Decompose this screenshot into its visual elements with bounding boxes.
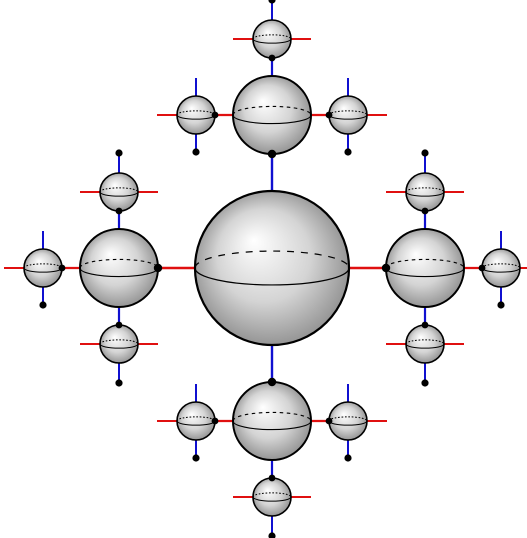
leaf-sphere-E-E xyxy=(481,248,521,288)
end-dot-W-W-S xyxy=(39,301,47,309)
leaf-sphere-N-E-body xyxy=(328,95,368,135)
end-dot-E-S xyxy=(421,379,429,387)
leaf-joint-dot-W-W xyxy=(58,264,66,272)
leaf-sphere-S-E-equator-back xyxy=(328,416,368,422)
root-sphere xyxy=(193,189,351,347)
leaf-joint-dot-S-S xyxy=(268,474,276,482)
leaf-joint-dot-E-S xyxy=(421,321,429,329)
child-sphere-W-equator-front xyxy=(79,267,159,278)
leaf-sphere-N-N-equator-front xyxy=(252,38,292,44)
end-dot-N-N xyxy=(268,0,276,4)
leaf-sphere-W-W xyxy=(23,248,63,288)
leaf-sphere-S-W-body xyxy=(176,401,216,441)
leaf-sphere-S-S xyxy=(252,477,292,517)
leaf-sphere-N-N xyxy=(252,19,292,59)
child-sphere-S-equator-front xyxy=(232,420,312,431)
root-sphere-equator-front xyxy=(194,267,350,286)
leaf-joint-dot-W-S xyxy=(115,321,123,329)
leaf-joint-dot-W-N xyxy=(115,207,123,215)
child-sphere-W xyxy=(79,228,159,308)
child-sphere-E-body xyxy=(385,228,465,308)
joint-dot-S xyxy=(267,377,277,387)
leaf-sphere-E-N xyxy=(405,172,445,212)
leaf-joint-dot-N-W xyxy=(211,111,219,119)
leaf-sphere-W-N xyxy=(99,172,139,212)
child-sphere-S xyxy=(232,381,312,461)
leaf-joint-dot-E-E xyxy=(478,264,486,272)
child-sphere-E xyxy=(385,228,465,308)
end-dot-S-W-S xyxy=(192,454,200,462)
child-sphere-N-equator-front xyxy=(232,114,312,125)
leaf-joint-dot-S-W xyxy=(211,417,219,425)
leaf-sphere-S-E xyxy=(328,401,368,441)
leaf-sphere-N-E-equator-back xyxy=(328,110,368,116)
end-dot-W-N xyxy=(115,149,123,157)
leaf-sphere-E-S-equator-front xyxy=(405,343,445,349)
leaf-sphere-W-S xyxy=(99,324,139,364)
leaf-sphere-W-N-equator-back xyxy=(99,187,139,193)
leaf-sphere-S-W xyxy=(176,401,216,441)
leaf-sphere-E-S-equator-back xyxy=(405,339,445,345)
end-dot-N-E-S xyxy=(344,148,352,156)
end-dot-N-W-S xyxy=(192,148,200,156)
end-dot-E-N xyxy=(421,149,429,157)
leaf-joint-dot-N-E xyxy=(325,111,333,119)
leaf-sphere-N-N-body xyxy=(252,19,292,59)
leaf-sphere-W-W-body xyxy=(23,248,63,288)
joint-dot-N xyxy=(267,149,277,159)
child-sphere-S-body xyxy=(232,381,312,461)
node-layer xyxy=(23,19,521,517)
leaf-sphere-W-S-equator-front xyxy=(99,343,139,349)
leaf-sphere-W-S-body xyxy=(99,324,139,364)
leaf-sphere-N-E xyxy=(328,95,368,135)
leaf-sphere-N-W xyxy=(176,95,216,135)
end-dot-W-S xyxy=(115,379,123,387)
leaf-sphere-E-E-body xyxy=(481,248,521,288)
leaf-joint-dot-S-E xyxy=(325,417,333,425)
leaf-sphere-E-N-body xyxy=(405,172,445,212)
leaf-sphere-S-S-body xyxy=(252,477,292,517)
end-dot-E-E-S xyxy=(497,301,505,309)
root-sphere-body xyxy=(193,189,351,347)
leaf-sphere-E-N-equator-back xyxy=(405,187,445,193)
leaf-sphere-E-E-equator-back xyxy=(481,263,521,269)
end-dot-S-E-S xyxy=(344,454,352,462)
leaf-joint-dot-E-N xyxy=(421,207,429,215)
leaf-sphere-W-N-body xyxy=(99,172,139,212)
joint-dot-W xyxy=(153,263,163,273)
child-sphere-E-equator-front xyxy=(385,267,465,278)
leaf-joint-dot-N-N xyxy=(268,54,276,62)
leaf-sphere-S-S-equator-front xyxy=(252,496,292,502)
leaf-sphere-N-N-equator-back xyxy=(252,34,292,40)
leaf-sphere-S-S-equator-back xyxy=(252,492,292,498)
leaf-sphere-E-S xyxy=(405,324,445,364)
leaf-sphere-S-E-body xyxy=(328,401,368,441)
end-dot-S-S xyxy=(268,532,276,538)
child-sphere-N-body xyxy=(232,75,312,155)
leaf-sphere-W-N-equator-front xyxy=(99,191,139,197)
leaf-sphere-W-S-equator-back xyxy=(99,339,139,345)
child-sphere-W-body xyxy=(79,228,159,308)
joint-dot-E xyxy=(381,263,391,273)
leaf-sphere-E-N-equator-front xyxy=(405,191,445,197)
joint-dot-layer xyxy=(39,0,505,538)
child-sphere-N xyxy=(232,75,312,155)
leaf-sphere-N-W-body xyxy=(176,95,216,135)
leaf-sphere-E-S-body xyxy=(405,324,445,364)
